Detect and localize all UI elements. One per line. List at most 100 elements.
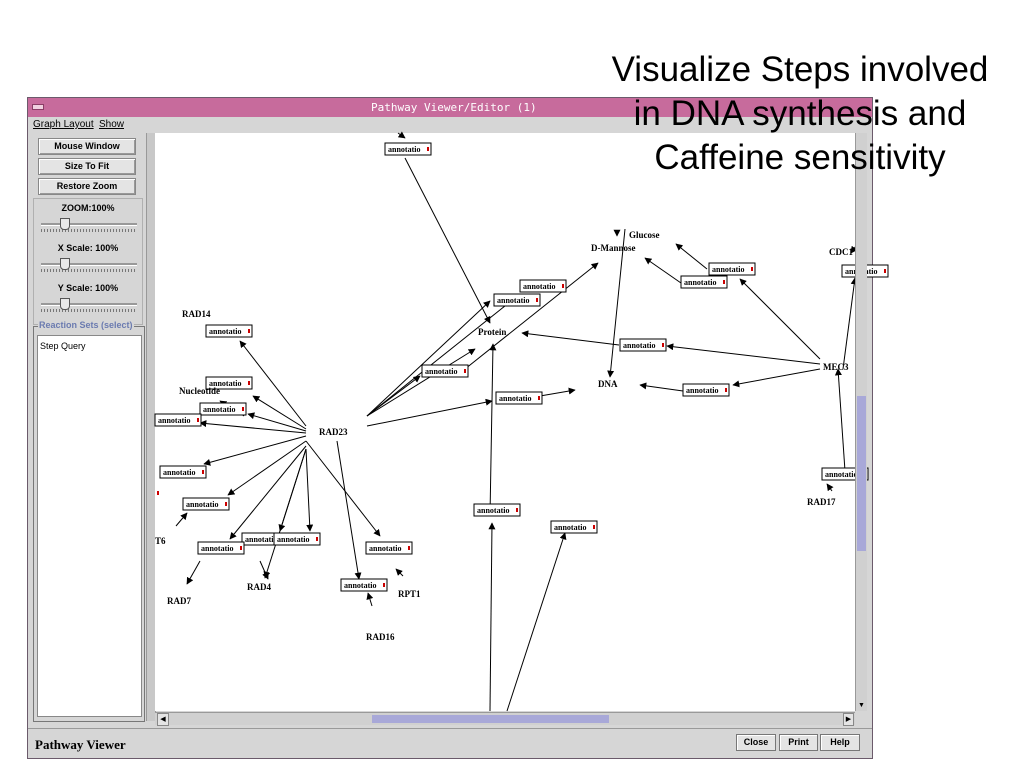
node-nucleotide[interactable]: Nucleotide	[179, 386, 220, 396]
annotation-label: annotatio	[425, 367, 457, 376]
node-d-mannose[interactable]: D-Mannose	[591, 243, 636, 253]
annotation-box[interactable]: annotatio	[680, 275, 728, 289]
node-rad16[interactable]: RAD16	[366, 632, 395, 642]
annotation-box[interactable]: annotatio	[550, 520, 598, 534]
zoom-slider-thumb[interactable]	[60, 218, 70, 230]
annotation-box[interactable]: annotatio	[154, 413, 202, 427]
annotation-label: annotatio	[209, 379, 241, 388]
scroll-left-arrow-icon[interactable]: ◀	[157, 713, 169, 726]
node-dna[interactable]: DNA	[598, 379, 618, 389]
mouse-window-button[interactable]: Mouse Window	[38, 138, 136, 155]
size-to-fit-button[interactable]: Size To Fit	[38, 158, 136, 175]
annotation-box[interactable]: annotatio	[205, 376, 253, 390]
pathway-edge	[539, 387, 576, 397]
annotation-marker-icon	[427, 147, 429, 151]
reaction-sets-list[interactable]: Step Query	[37, 335, 142, 717]
annotation-label: annotatio	[477, 506, 509, 515]
restore-zoom-button[interactable]: Restore Zoom	[38, 178, 136, 195]
annotation-label: annotatio	[344, 581, 376, 590]
annotation-marker-icon	[248, 329, 250, 333]
annotation-marker-icon	[538, 396, 540, 400]
annotation-box[interactable]: annotatio	[473, 503, 521, 517]
annotation-label: annotatio	[201, 544, 233, 553]
side-panel: Mouse Window Size To Fit Restore Zoom ZO…	[28, 133, 146, 722]
node-cdc[interactable]: CDC1	[829, 247, 853, 257]
print-button[interactable]: Print	[779, 734, 818, 751]
annotation-box[interactable]: annotatio	[159, 465, 207, 479]
annotation-box[interactable]: annotatio	[519, 279, 567, 293]
annotation-box[interactable]: annotatio	[365, 541, 413, 555]
menu-show[interactable]: Show	[99, 119, 125, 130]
pathway-edge	[227, 440, 307, 496]
zoom-controls: ZOOM:100% X Scale: 100% Y Scale: 100%	[33, 198, 143, 325]
annotation-box[interactable]: annotatio	[708, 262, 756, 276]
scroll-right-arrow-icon[interactable]: ▶	[843, 713, 854, 726]
annotation-box[interactable]: annotatio	[495, 391, 543, 405]
annotation-label: annotatio	[209, 327, 241, 336]
zoom-slider-track[interactable]	[41, 223, 137, 226]
node-glucose[interactable]: Glucose	[629, 230, 660, 240]
node-rad4[interactable]: RAD4	[247, 582, 271, 592]
node-protein[interactable]: Protein	[478, 327, 506, 337]
node-rad7[interactable]: RAD7	[167, 596, 191, 606]
annotation-box[interactable]: annotatio	[197, 541, 245, 555]
window-titlebar[interactable]: Pathway Viewer/Editor (1)	[28, 98, 872, 117]
annotation-box[interactable]: annotatio	[682, 383, 730, 397]
annotation-box[interactable]: annotatio	[619, 338, 667, 352]
y-scale-slider-thumb[interactable]	[60, 298, 70, 310]
annotation-box[interactable]: annotatio	[421, 364, 469, 378]
annotation-label: annotatio	[277, 535, 309, 544]
annotation-marker-icon	[225, 502, 227, 506]
node-rpt1[interactable]: RPT1	[398, 589, 421, 599]
annotation-label: annotatio	[499, 394, 531, 403]
window-menu-icon[interactable]	[32, 104, 44, 110]
node-mec3[interactable]: MEC3	[823, 362, 849, 372]
zoom-label: ZOOM:100%	[61, 203, 115, 213]
annotation-box[interactable]: annotatio	[199, 402, 247, 416]
node-rad23[interactable]: RAD23	[319, 427, 348, 437]
pathway-edge	[826, 483, 834, 492]
annotation-box[interactable]: annotatio	[182, 497, 230, 511]
node-rad17[interactable]: RAD17	[807, 497, 836, 507]
node-t6[interactable]: T6	[155, 536, 166, 546]
annotation-label: annotatio	[203, 405, 235, 414]
horizontal-scroll-thumb[interactable]	[372, 715, 609, 723]
annotation-label: annotatio	[712, 265, 744, 274]
annotation-marker-icon	[464, 369, 466, 373]
annotation-label: annotatio	[684, 278, 716, 287]
close-button[interactable]: Close	[736, 734, 776, 751]
horizontal-scrollbar[interactable]: ◀ ▶	[155, 712, 855, 726]
annotation-box[interactable]: annotatio	[384, 142, 432, 156]
pathway-edge	[239, 340, 307, 427]
help-button[interactable]: Help	[820, 734, 860, 751]
reaction-set-item[interactable]: Step Query	[40, 341, 86, 351]
annotation-box[interactable]: annotatio	[493, 293, 541, 307]
y-scale-slider-track[interactable]	[41, 303, 137, 306]
x-scale-slider-track[interactable]	[41, 263, 137, 266]
annotation-marker-icon	[242, 407, 244, 411]
pathway-edge	[336, 440, 362, 580]
pathway-edge	[639, 382, 684, 392]
menu-graph-layout[interactable]: Graph Layout	[33, 119, 94, 130]
vertical-scroll-thumb[interactable]	[857, 396, 866, 551]
annotation-box[interactable]: annotatio	[205, 324, 253, 338]
annotation-label: annotatio	[623, 341, 655, 350]
pathway-edge	[199, 420, 307, 434]
x-scale-slider-thumb[interactable]	[60, 258, 70, 270]
status-label: Pathway Viewer	[35, 737, 126, 752]
pathway-edge	[366, 348, 476, 417]
pathway-edge	[489, 343, 497, 517]
pathway-viewer-window: Pathway Viewer/Editor (1) Graph Layout S…	[27, 97, 889, 759]
pathway-edge	[229, 445, 307, 540]
node-rad14[interactable]: RAD14	[182, 309, 211, 319]
vertical-scrollbar[interactable]: ▼	[855, 133, 867, 711]
annotation-label: annotatio	[686, 386, 718, 395]
annotation-marker-icon	[202, 470, 204, 474]
annotation-box[interactable]: annotatio	[273, 532, 321, 546]
scroll-down-arrow-icon[interactable]: ▼	[858, 702, 865, 709]
pathway-edge	[506, 532, 567, 712]
pathway-edge	[732, 368, 821, 388]
annotation-label: annotatio	[825, 470, 857, 479]
annotation-box[interactable]: annotatio	[340, 578, 388, 592]
